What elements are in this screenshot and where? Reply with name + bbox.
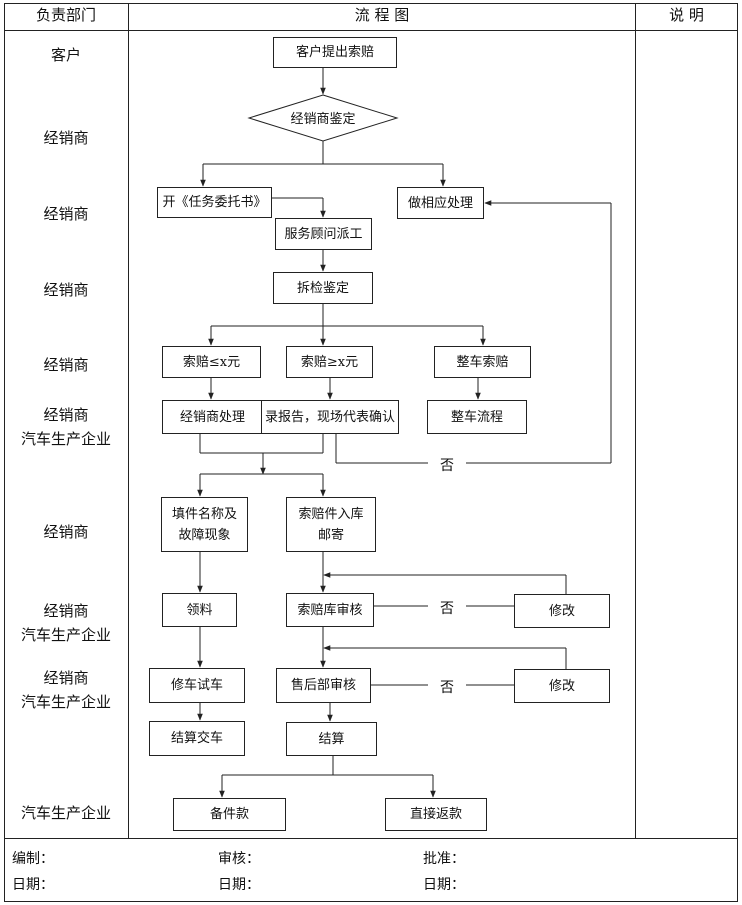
dept-row-5: 经销商 (4, 353, 128, 377)
dept-label: 客户 (50, 46, 81, 64)
dept-label: 经销商 (43, 129, 89, 147)
dept-row-1: 客户 (4, 43, 128, 67)
node-claim-submit: 客户提出索赔 (273, 37, 397, 68)
dept-row-8: 经销商 汽车生产企业 (4, 599, 128, 647)
node-task-order: 开《任务委托书》 (157, 187, 272, 218)
node-settle-deliver: 结算交车 (149, 721, 245, 756)
node-parts-storage-line2: 邮寄 (317, 527, 344, 543)
node-modify-2: 修改 (514, 669, 610, 703)
node-settlement: 结算 (286, 722, 377, 756)
node-modify-1: 修改 (514, 594, 610, 628)
header-department: 负责部门 (35, 6, 96, 24)
dept-label: 经销商 (43, 356, 89, 374)
node-disassembly-check: 拆检鉴定 (273, 272, 373, 304)
node-dealer-assess: 经销商鉴定 (290, 112, 356, 127)
node-fill-name: 填件名称及 故障现象 (161, 497, 248, 552)
footer-approve: 批准： (423, 851, 465, 867)
dept-row-10: 汽车生产企业 (4, 801, 128, 825)
footer-date-review: 日期： (218, 877, 260, 893)
dept-label: 经销商 (43, 523, 89, 541)
dept-label: 汽车生产企业 (20, 804, 111, 822)
dept-label: 经销商 (43, 669, 89, 687)
node-whole-vehicle-claim: 整车索赔 (434, 346, 531, 378)
dept-label: 经销商 (43, 602, 89, 620)
dept-label: 经销商 (43, 205, 89, 223)
footer-date-approve: 日期： (423, 877, 465, 893)
node-claim-le-text: 索赔≤x元 (182, 354, 241, 370)
edge-label-no: 否 (440, 680, 454, 696)
node-handle-accordingly: 做相应处理 (397, 187, 484, 219)
edge-label-no: 否 (440, 458, 454, 474)
node-parts-storage: 索赔件入库 邮寄 (286, 497, 376, 552)
dept-row-2: 经销商 (4, 126, 128, 150)
node-report-confirm: 录报告，现场代表确认 (261, 400, 399, 434)
dept-label: 经销商 (43, 406, 89, 424)
footer-compile: 编制： (12, 851, 54, 867)
header-notes: 说 明 (669, 6, 704, 24)
dept-row-3: 经销商 (4, 202, 128, 226)
node-aftersales-review: 售后部审核 (276, 668, 371, 703)
node-claim-ge: 索赔≥x元 (286, 346, 373, 378)
header-flowchart: 流 程 图 (354, 6, 410, 24)
dept-row-6: 经销商 汽车生产企业 (4, 403, 128, 451)
node-fill-name-line1: 填件名称及 (171, 506, 237, 522)
node-fill-name-line2: 故障现象 (178, 527, 231, 543)
dept-label: 汽车生产企业 (20, 693, 111, 711)
dept-label: 汽车生产企业 (20, 626, 111, 644)
edge-label-no: 否 (440, 601, 454, 617)
node-claim-ge-text: 索赔≥x元 (300, 354, 359, 370)
node-direct-refund: 直接返款 (385, 798, 487, 831)
node-dealer-handle: 经销商处理 (162, 400, 263, 434)
footer-date-compile: 日期： (12, 877, 54, 893)
node-repair-test: 修车试车 (149, 668, 245, 703)
dept-label: 经销商 (43, 281, 89, 299)
node-get-material: 领料 (162, 593, 237, 627)
footer-review: 审核： (218, 851, 260, 867)
node-warehouse-review: 索赔库审核 (286, 593, 374, 627)
node-parts-storage-line1: 索赔件入库 (298, 506, 364, 522)
dept-row-9: 经销商 汽车生产企业 (4, 666, 128, 714)
node-whole-vehicle-flow: 整车流程 (427, 400, 527, 434)
dept-row-4: 经销商 (4, 278, 128, 302)
node-claim-le: 索赔≤x元 (162, 346, 261, 378)
dept-row-7: 经销商 (4, 520, 128, 544)
node-parts-payment: 备件款 (173, 798, 286, 831)
node-service-dispatch: 服务顾问派工 (275, 218, 372, 250)
dept-label: 汽车生产企业 (20, 430, 111, 448)
